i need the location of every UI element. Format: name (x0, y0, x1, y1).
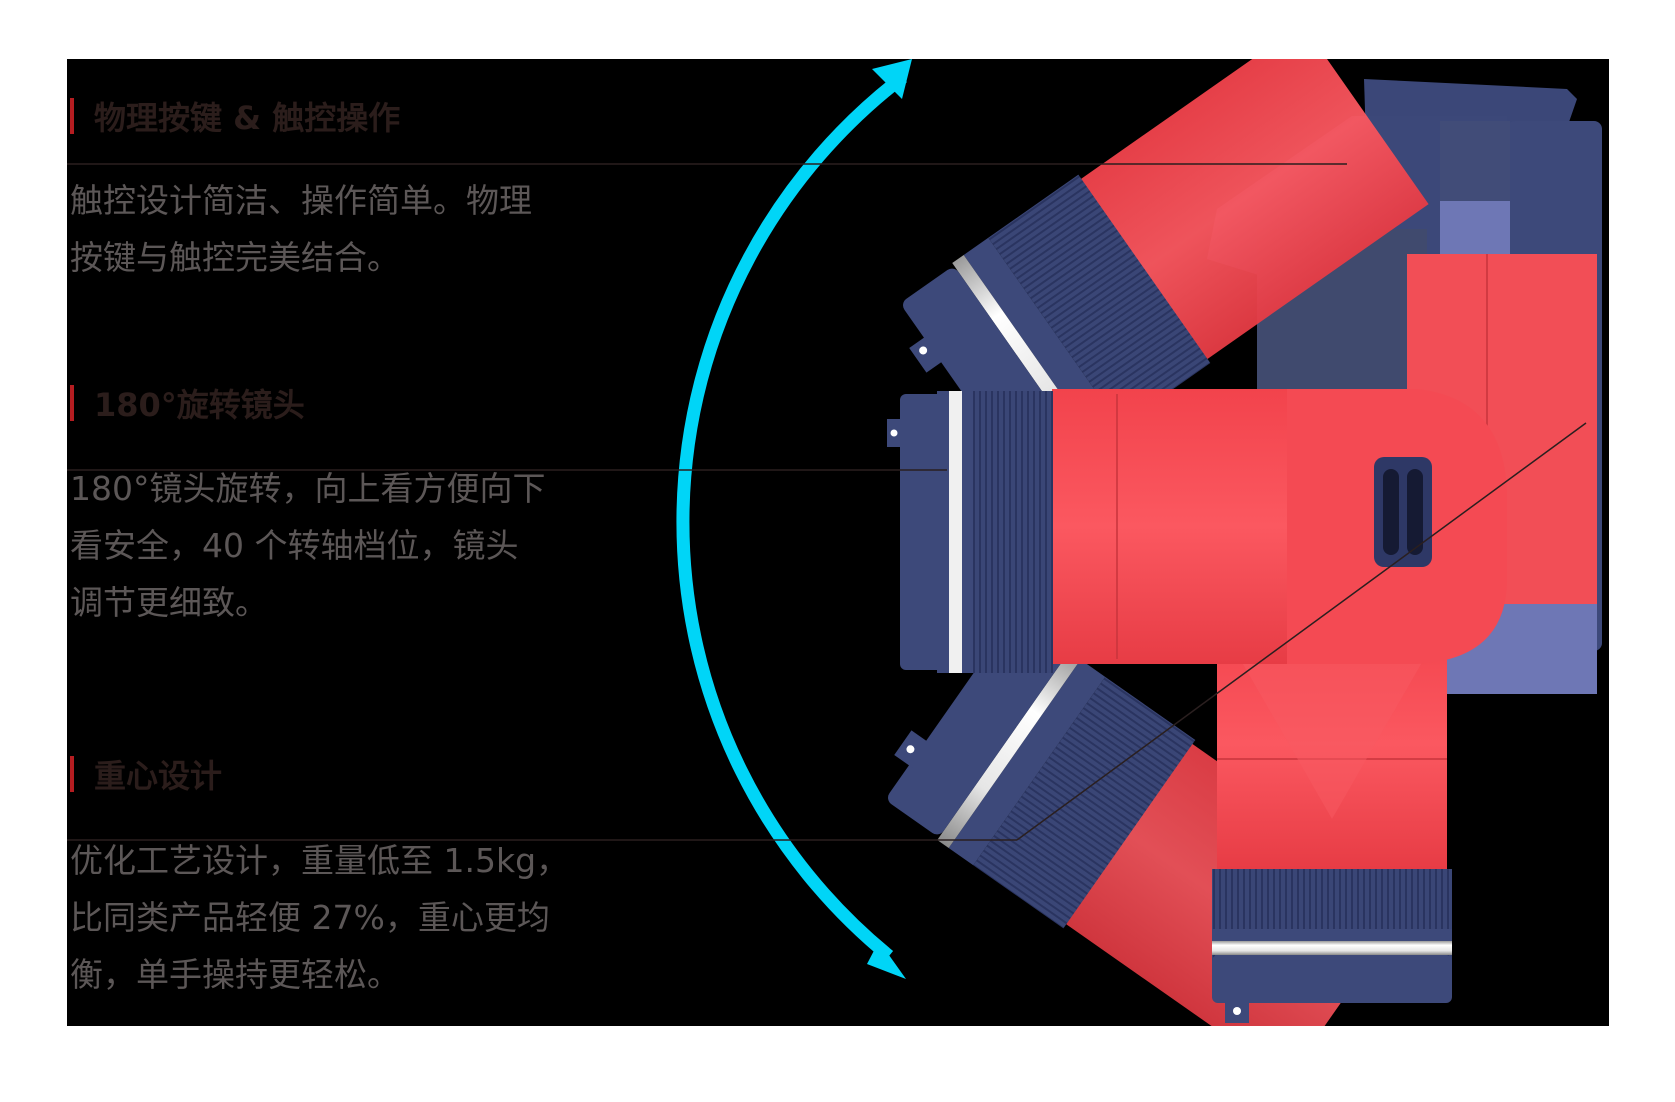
description-line: 调节更细致。 (70, 583, 268, 622)
arrow-down-icon (867, 941, 906, 979)
feature-heading-row: 物理按键 & 触控操作 (70, 96, 401, 137)
accent-bar (70, 385, 74, 421)
feature-title: 180°旋转镜头 (94, 386, 305, 424)
callout-lines (67, 163, 1587, 841)
camera-illustration (67, 59, 1602, 1026)
description-line: 180°镜头旋转，向上看方便向下 (70, 469, 546, 508)
feature-title: 物理按键 & 触控操作 (94, 99, 401, 137)
lens-horizontal (887, 389, 1507, 673)
feature-description: 触控设计简洁、操作简单。物理 按键与触控完美结合。 (70, 172, 630, 286)
lens-vertical-down (1212, 619, 1452, 1023)
rotation-arc-icon (676, 59, 912, 979)
feature-title: 重心设计 (94, 757, 223, 795)
feature-panel: 物理按键 & 触控操作 触控设计简洁、操作简单。物理 按键与触控完美结合。 18… (67, 59, 1609, 1026)
description-line: 衡，单手操持更轻松。 (70, 955, 400, 994)
accent-bar (70, 756, 74, 792)
feature-description: 优化工艺设计，重量低至 1.5kg， 比同类产品轻便 27%，重心更均 衡，单手… (70, 832, 630, 1003)
arrow-up-icon (872, 59, 912, 99)
description-line: 看安全，40 个转轴档位，镜头 (70, 526, 519, 565)
feature-heading-row: 重心设计 (70, 754, 223, 795)
description-line: 触控设计简洁、操作简单。物理 (70, 181, 532, 220)
feature-description: 180°镜头旋转，向上看方便向下 看安全，40 个转轴档位，镜头 调节更细致。 (70, 460, 630, 631)
description-line: 按键与触控完美结合。 (70, 238, 400, 277)
description-line: 比同类产品轻便 27%，重心更均 (70, 898, 550, 937)
accent-bar (70, 98, 74, 134)
feature-heading-row: 180°旋转镜头 (70, 383, 305, 424)
description-line: 优化工艺设计，重量低至 1.5kg， (70, 841, 570, 880)
